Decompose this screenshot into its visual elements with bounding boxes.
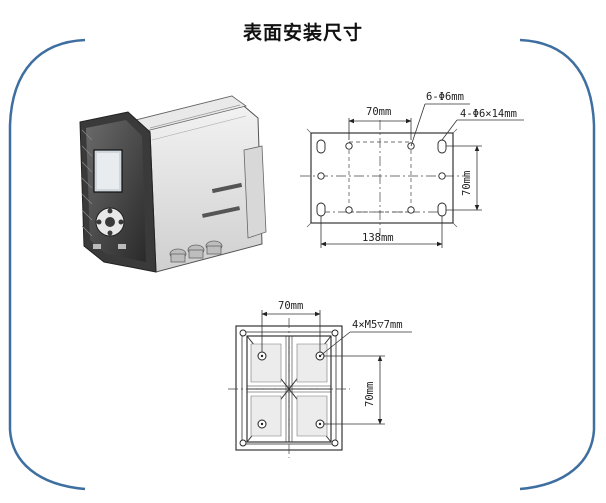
side-dim-hole-spacing: 70mm bbox=[366, 106, 391, 118]
frame-bottom-left bbox=[8, 429, 86, 491]
side-dim-width: 138mm bbox=[362, 232, 394, 244]
device-illustration bbox=[79, 95, 267, 273]
back-dim-screws: 4×M5▽7mm bbox=[352, 319, 403, 331]
back-view-drawing bbox=[228, 310, 412, 458]
back-dim-height: 70mm bbox=[364, 382, 376, 407]
side-view-drawing bbox=[300, 103, 524, 248]
frame-bottom-right bbox=[519, 429, 596, 491]
side-dim-round-holes: 6-Φ6mm bbox=[426, 91, 464, 103]
frame-top-right bbox=[519, 38, 596, 430]
frame-top-left bbox=[8, 38, 86, 430]
frame-corners bbox=[8, 38, 596, 491]
side-dim-slot-holes: 4-Φ6×14mm bbox=[460, 108, 517, 120]
back-dim-width: 70mm bbox=[278, 300, 303, 312]
side-dim-height: 70mm bbox=[461, 171, 473, 196]
page-title: 表面安装尺寸 bbox=[242, 22, 363, 44]
